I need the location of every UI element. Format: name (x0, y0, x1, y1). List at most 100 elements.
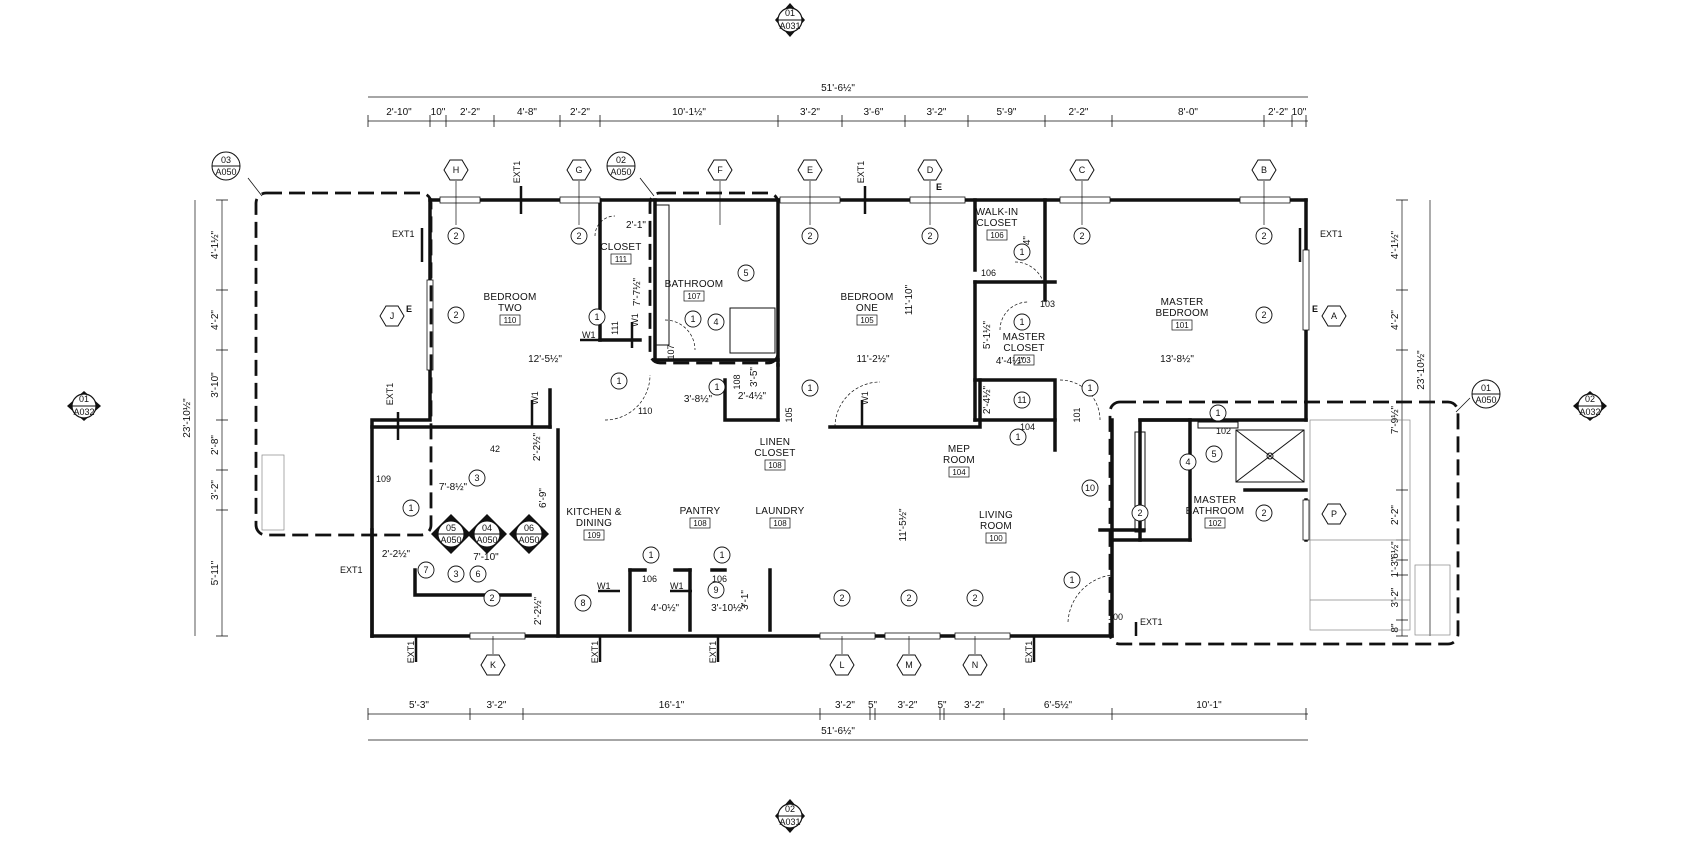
svg-text:2'-2½": 2'-2½" (533, 596, 544, 625)
callout-03[interactable]: 03 A050 (211, 151, 241, 181)
grid-marker-D[interactable]: D (917, 159, 943, 181)
svg-text:1: 1 (1069, 575, 1074, 585)
room-name: TWO (498, 303, 522, 314)
svg-text:1: 1 (408, 503, 413, 513)
view-marker-left[interactable]: 01 A032 (67, 391, 101, 421)
room-number: 103 (1017, 356, 1031, 365)
grid-marker-H[interactable]: H (443, 159, 469, 181)
svg-text:1: 1 (594, 312, 599, 322)
keynote-bubble: 1 (1013, 243, 1031, 261)
svg-text:2'-4½": 2'-4½" (982, 385, 993, 414)
room-name: MEP (948, 444, 970, 455)
grid-marker-K[interactable]: K (480, 654, 506, 676)
svg-text:7'-7½": 7'-7½" (632, 277, 643, 306)
room-name: PANTRY (680, 506, 721, 517)
room-number: 111 (615, 255, 628, 264)
dim-label: 3'-2" (210, 480, 221, 500)
keynote-bubble: 2 (447, 306, 465, 324)
dim-label: 2'-10" (386, 107, 412, 118)
view-marker-right[interactable]: 02 A032 (1573, 391, 1607, 421)
svg-text:106: 106 (712, 574, 727, 584)
room-number: 107 (687, 292, 701, 301)
svg-text:2'-4½": 2'-4½" (738, 391, 767, 402)
dim-label: 3'-2" (927, 107, 947, 118)
svg-text:11'-10": 11'-10" (904, 284, 915, 315)
svg-text:04: 04 (482, 523, 492, 533)
svg-text:A050: A050 (215, 167, 236, 177)
svg-text:2'-1": 2'-1" (626, 220, 646, 231)
svg-text:A: A (1331, 311, 1337, 321)
svg-text:EXT1: EXT1 (1320, 229, 1343, 239)
grid-marker-E[interactable]: E (797, 159, 823, 181)
keynote-bubble: 2 (483, 589, 501, 607)
dim-label: 5" (937, 700, 947, 711)
svg-text:A050: A050 (610, 167, 631, 177)
svg-text:5: 5 (743, 268, 748, 278)
svg-text:B: B (1261, 165, 1267, 175)
dim-label: 4'-1½" (1390, 230, 1401, 259)
grid-marker-A[interactable]: A E (1312, 304, 1347, 327)
room-name: DINING (576, 518, 612, 529)
dim-label: 8'-0" (1178, 107, 1198, 118)
dim-label: 5" (868, 700, 878, 711)
keynote-bubble: 11 (1013, 391, 1031, 409)
svg-text:2: 2 (1261, 231, 1266, 241)
interior-elevation-05[interactable]: 05 A050 (431, 514, 471, 554)
svg-text:1: 1 (1087, 383, 1092, 393)
grid-marker-N[interactable]: N (962, 654, 988, 676)
grid-marker-M[interactable]: M (896, 654, 922, 676)
grid-marker-C[interactable]: C (1069, 159, 1095, 181)
view-marker-top[interactable]: 01 A031 (775, 3, 805, 37)
svg-text:H: H (453, 165, 460, 175)
svg-text:W1: W1 (582, 330, 596, 340)
svg-text:7'-10": 7'-10" (473, 552, 499, 563)
grid-marker-F[interactable]: F (707, 159, 733, 181)
keynote-bubble: 1 (642, 546, 660, 564)
keynote-bubble: 2 (1255, 504, 1273, 522)
keynote-bubble: 1 (1013, 313, 1031, 331)
grid-marker-G[interactable]: G (566, 159, 592, 181)
svg-text:W1: W1 (530, 391, 540, 405)
room-name: KITCHEN & (566, 507, 621, 518)
svg-text:1: 1 (690, 314, 695, 324)
svg-text:3'-8½": 3'-8½" (684, 394, 713, 405)
dim-label: 10'-1½" (672, 107, 706, 118)
svg-text:4'-4½": 4'-4½" (996, 356, 1025, 367)
keynote-bubble: 1 (1209, 404, 1227, 422)
svg-text:3: 3 (474, 473, 479, 483)
interior-elevation-04[interactable]: 04 A050 (467, 514, 507, 554)
keynote-bubble: 2 (833, 589, 851, 607)
svg-text:6: 6 (475, 569, 480, 579)
room-number: 100 (989, 534, 1003, 543)
svg-text:EXT1: EXT1 (856, 161, 866, 184)
svg-text:03: 03 (221, 155, 231, 165)
walls (370, 198, 1308, 638)
grid-marker-B[interactable]: B (1251, 159, 1277, 181)
svg-text:42: 42 (490, 444, 500, 454)
svg-text:4: 4 (1185, 457, 1190, 467)
svg-text:05: 05 (446, 523, 456, 533)
svg-text:111: 111 (610, 321, 620, 335)
callout-02[interactable]: 02 A050 (606, 151, 636, 181)
svg-text:A050: A050 (476, 535, 497, 545)
room-name: ROOM (980, 521, 1012, 532)
svg-text:11'-2½": 11'-2½" (856, 354, 890, 365)
keynote-bubble: 6 (469, 565, 487, 583)
interior-elevation-06[interactable]: 06 A050 (509, 514, 549, 554)
room-number: 108 (768, 461, 782, 470)
grid-marker-P[interactable]: P (1321, 503, 1347, 525)
view-num: 01 (785, 8, 795, 18)
svg-text:EXT1: EXT1 (1024, 641, 1034, 664)
keynote-bubble: 5 (737, 264, 755, 282)
grid-marker-J[interactable]: J E (379, 304, 412, 327)
grid-marker-L[interactable]: L (829, 654, 855, 676)
room-name: WALK-IN (976, 207, 1019, 218)
callout-01[interactable]: 01 A050 (1471, 379, 1501, 409)
svg-text:EXT1: EXT1 (1140, 617, 1163, 627)
view-marker-bottom[interactable]: 02 A031 (775, 799, 805, 833)
dim-overall-bottom: 51'-6½" (821, 726, 855, 737)
keynote-bubble: 5 (1205, 445, 1223, 463)
svg-text:J: J (390, 311, 395, 321)
